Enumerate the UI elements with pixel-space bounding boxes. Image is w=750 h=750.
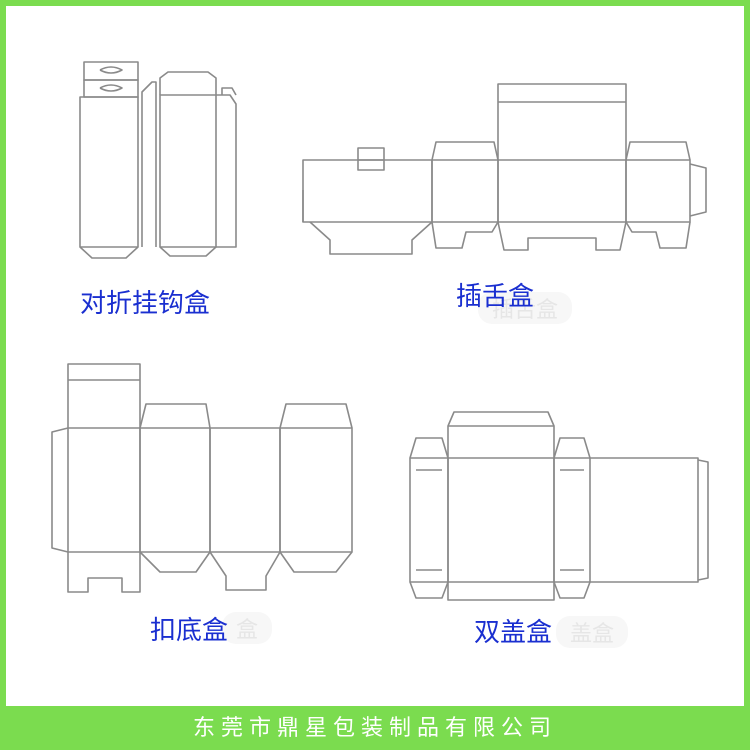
lock-box-dust-flap-1 (139, 403, 211, 429)
lid-box-left-flap-top (409, 437, 449, 459)
hanger-box-side-tab (221, 87, 237, 96)
tuck-box-dust-flap-1 (431, 141, 499, 161)
lock-box-top-tuck (67, 363, 141, 428)
tuck-box-bottom-flap-2 (431, 221, 499, 249)
lock-box-bottom-1 (67, 552, 141, 593)
lock-box-bottom-3 (209, 551, 281, 591)
tuck-box-top-tuck (497, 83, 627, 160)
hanger-box-bottom-flap-right (159, 246, 217, 257)
label-tuck-box: 插舌盒 (456, 282, 535, 312)
lid-box-right-flap-bottom (553, 581, 591, 599)
lock-box-bottom-2 (139, 551, 211, 573)
watermark-double-lid-box: 盖盒 (556, 616, 629, 648)
hanger-box-panel-right (159, 94, 217, 248)
hanger-box-glue-strip (141, 81, 157, 247)
lid-box-left-side (409, 457, 449, 583)
lock-box-glue-flap (51, 427, 69, 553)
hanger-box-top-flap (159, 71, 217, 95)
watermark-lock-bottom-box: 盒 (222, 612, 273, 644)
lid-box-wrap-panel (590, 457, 699, 583)
watermark-tuck-box: 插舌盒 (478, 292, 573, 324)
label-double-lid-box: 双盖盒 (474, 618, 553, 648)
lock-box-panel-4 (279, 427, 353, 553)
tuck-box-side-tab (689, 163, 707, 217)
label-hanger-box: 对折挂钩盒 (80, 289, 211, 319)
lid-box-wrap-tab (697, 459, 709, 581)
lock-box-bottom-4 (279, 551, 353, 573)
lid-box-top-lid (447, 411, 555, 458)
lid-box-right-side (553, 457, 591, 583)
footer-band (6, 706, 744, 744)
company-name: 东莞市鼎星包装制品有限公司 (192, 716, 557, 741)
tuck-box-side-panel-2 (625, 159, 691, 223)
hanger-hole-lower (99, 84, 123, 92)
hanger-box-side-flap (216, 94, 237, 248)
tuck-box-left-bottom-flap (309, 221, 433, 255)
lid-box-base-panel (447, 457, 555, 583)
tuck-box-bottom-flap-4 (625, 221, 691, 249)
lid-box-right-flap-top (553, 437, 591, 459)
hanger-tab-lower (83, 79, 139, 98)
lid-box-bottom-lid (447, 582, 555, 601)
hanger-box-bottom-flap-left (79, 246, 139, 259)
lid-box-left-flap-bottom (409, 581, 449, 599)
hanger-hole-top (99, 66, 123, 74)
tuck-box-hang-tab (357, 147, 385, 171)
label-lock-bottom-box: 扣底盒 (150, 616, 229, 646)
tuck-box-bottom-flap-3 (497, 221, 627, 251)
lock-box-dust-flap-2 (279, 403, 353, 429)
tuck-box-dust-flap-2 (625, 141, 691, 161)
